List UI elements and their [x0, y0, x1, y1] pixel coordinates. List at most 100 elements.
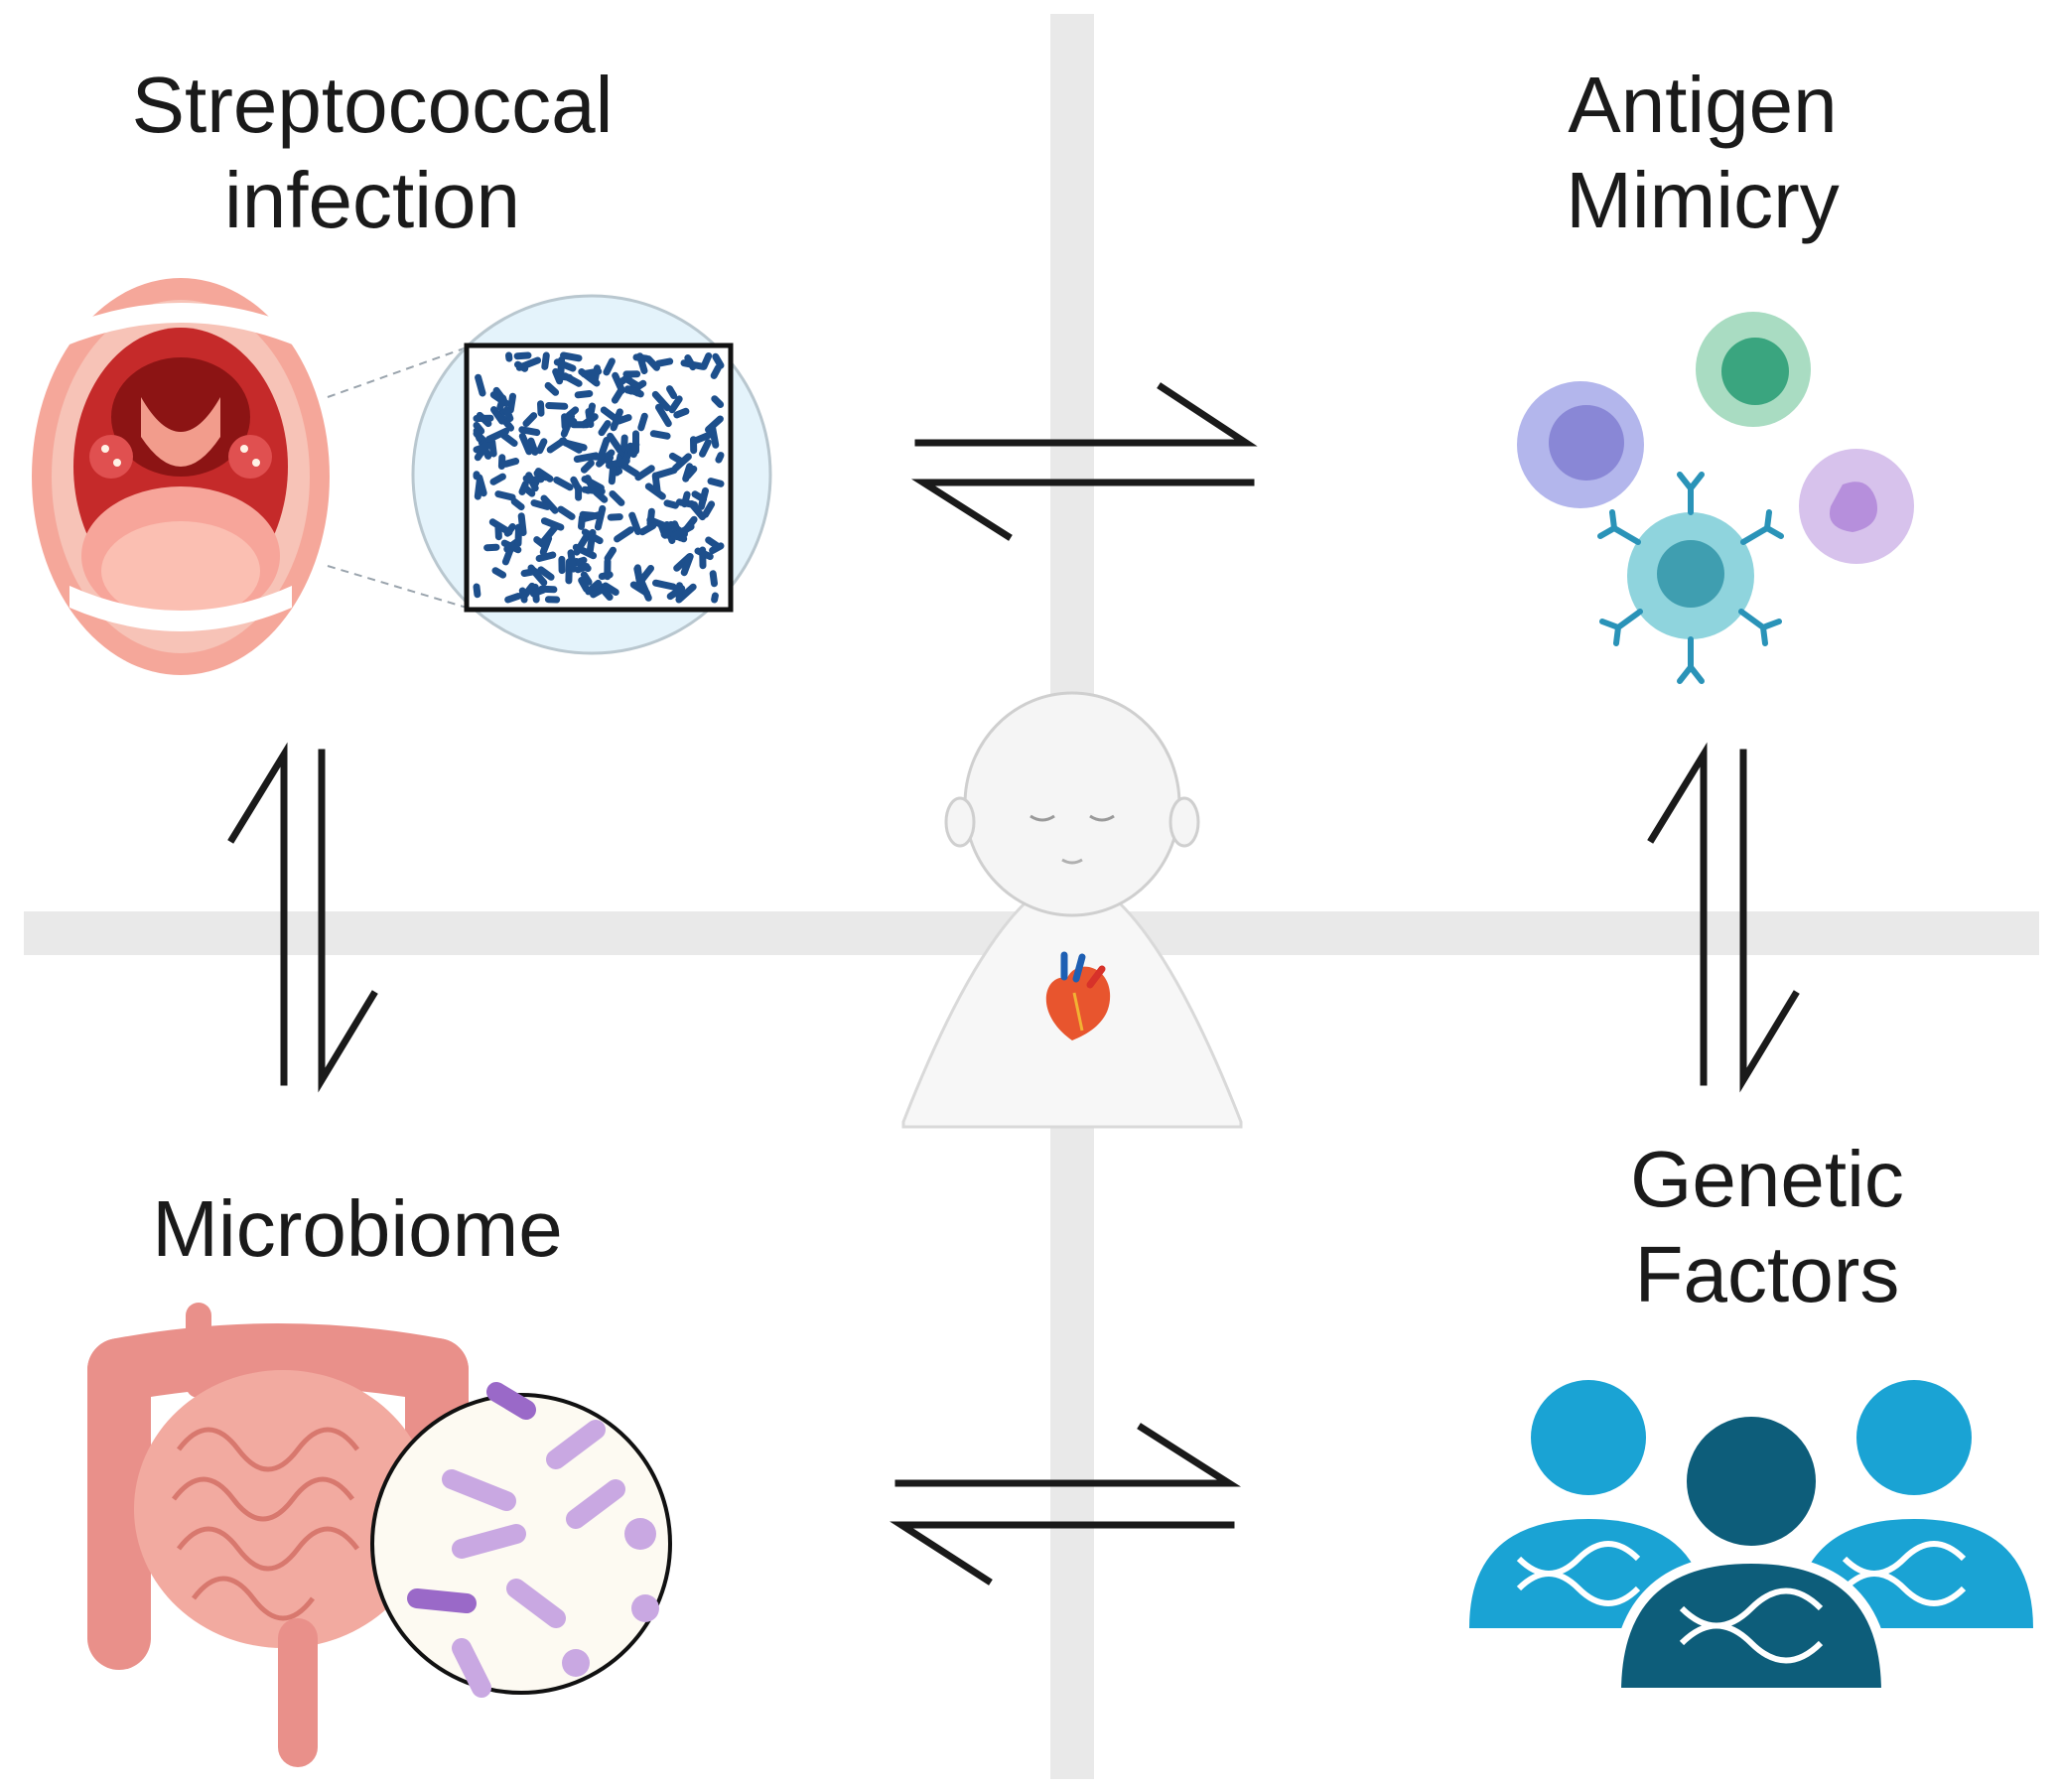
- streptococcus-chain: [633, 565, 643, 582]
- people-dna-icon: [1469, 1380, 2033, 1698]
- streptococcus-chain: [609, 490, 625, 506]
- streptococcus-chain: [694, 547, 714, 561]
- streptococcus-chain: [496, 394, 507, 411]
- streptococcus-chain: [502, 458, 520, 468]
- streptococcus-chain: [537, 566, 555, 581]
- streptococcus-chain: [544, 381, 560, 396]
- child-with-heart-icon: [901, 691, 1243, 1129]
- streptococcus-chain: [537, 400, 545, 417]
- streptococcus-chain: [474, 438, 492, 462]
- streptococcus-chain: [585, 408, 595, 428]
- streptococcus-chain: [501, 541, 516, 566]
- streptococcus-chain: [502, 406, 514, 422]
- streptococcus-chain: [614, 526, 634, 543]
- streptococcus-chain: [488, 439, 497, 458]
- streptococcus-chain: [536, 438, 548, 455]
- label-line: Streptococcal: [131, 61, 614, 149]
- streptococcus-chain: [574, 390, 594, 399]
- streptococcus-chain: [584, 475, 596, 490]
- streptococcus-chain: [573, 452, 600, 463]
- streptococcus-chain: [644, 482, 666, 500]
- streptococcus-chain: [710, 364, 722, 379]
- streptococcus-chain: [636, 352, 648, 374]
- equilibrium-arrow-left: [227, 742, 378, 1093]
- streptococcus-chain: [475, 373, 486, 397]
- streptococcus-magnifier-icon: [411, 294, 772, 655]
- streptococcus-chain: [711, 592, 719, 604]
- streptococcus-chain: [606, 457, 630, 470]
- label-line: infection: [224, 156, 520, 244]
- streptococcus-chain: [712, 352, 725, 369]
- streptococcus-chain: [628, 511, 642, 535]
- streptococcus-chain: [473, 427, 483, 443]
- streptococcus-chain: [557, 356, 566, 382]
- streptococcus-chain: [688, 500, 707, 521]
- streptococcus-chain: [684, 465, 698, 480]
- streptococcus-chain: [514, 523, 522, 547]
- streptococcus-chain: [646, 516, 671, 531]
- streptococcus-chain: [527, 564, 548, 587]
- streptococcus-chain: [518, 432, 533, 456]
- heart-icon: [1045, 951, 1111, 1040]
- immune-cells-icon: [1517, 312, 1914, 684]
- streptococcus-chain: [586, 528, 597, 556]
- streptococcus-chain: [500, 432, 518, 447]
- streptococcus-chain: [705, 536, 722, 551]
- streptococcus-chain: [611, 386, 624, 404]
- streptococcus-chain: [671, 453, 692, 473]
- streptococcus-chain: [513, 351, 532, 360]
- streptococcus-chain: [680, 359, 707, 370]
- streptococcus-chain: [491, 567, 507, 579]
- label-line: Mimicry: [1566, 156, 1840, 244]
- label-streptococcal-infection: Streptococcal infection: [79, 58, 665, 248]
- streptococcus-chain: [517, 512, 527, 536]
- streptococcus-chain: [474, 478, 483, 500]
- streptococcus-chain: [670, 523, 695, 540]
- streptococcus-chain: [494, 522, 502, 541]
- streptococcus-chain: [607, 432, 623, 454]
- streptococcus-chain: [574, 563, 591, 574]
- streptococcus-chain: [530, 499, 551, 510]
- streptococcus-chain: [709, 570, 718, 588]
- streptococcus-chain: [607, 513, 623, 521]
- streptococcus-chain: [518, 426, 541, 437]
- streptococcus-chain: [521, 483, 536, 497]
- streptococcus-chain: [572, 543, 598, 560]
- streptococcus-chain: [557, 505, 576, 520]
- streptococcus-chain: [603, 357, 616, 376]
- streptococcus-chain: [510, 497, 525, 511]
- streptococcus-chain: [529, 476, 545, 483]
- streptococcus-chain: [529, 586, 547, 598]
- equilibrium-arrow-top: [910, 382, 1258, 541]
- intestine-bacteria-icon: [87, 1303, 469, 1767]
- streptococcus-chain: [490, 406, 506, 425]
- streptococcus-chain: [579, 510, 597, 519]
- streptococcus-chain: [638, 522, 657, 536]
- streptococcus-chain: [494, 490, 516, 501]
- streptococcus-chain: [637, 412, 648, 432]
- streptococcus-chain: [644, 355, 660, 371]
- streptococcus-chain: [596, 449, 616, 468]
- streptococcus-chain: [580, 571, 593, 586]
- gut-bacteria-magnifier-icon: [370, 1382, 672, 1698]
- streptococcus-chain: [506, 392, 516, 414]
- streptococcus-chain: [608, 466, 617, 485]
- label-line: Antigen: [1568, 61, 1838, 149]
- streptococcus-chain: [561, 372, 583, 387]
- streptococcus-chain: [504, 593, 522, 604]
- streptococcus-chain: [702, 500, 716, 518]
- open-mouth-inflamed-throat-icon: [32, 278, 330, 675]
- streptococcus-chain: [693, 431, 714, 444]
- label-line: Factors: [1634, 1230, 1900, 1318]
- streptococcus-chain: [651, 390, 671, 412]
- streptococcus-chain: [533, 470, 550, 482]
- zoom-line-bottom: [327, 565, 468, 609]
- streptococcus-chain: [627, 441, 640, 456]
- streptococcus-chain: [514, 360, 529, 372]
- streptococcus-chain: [708, 423, 720, 449]
- streptococcus-chain: [539, 534, 553, 556]
- streptococcus-chain: [563, 413, 578, 426]
- equilibrium-arrow-right: [1647, 742, 1800, 1093]
- streptococcus-chain: [637, 565, 654, 585]
